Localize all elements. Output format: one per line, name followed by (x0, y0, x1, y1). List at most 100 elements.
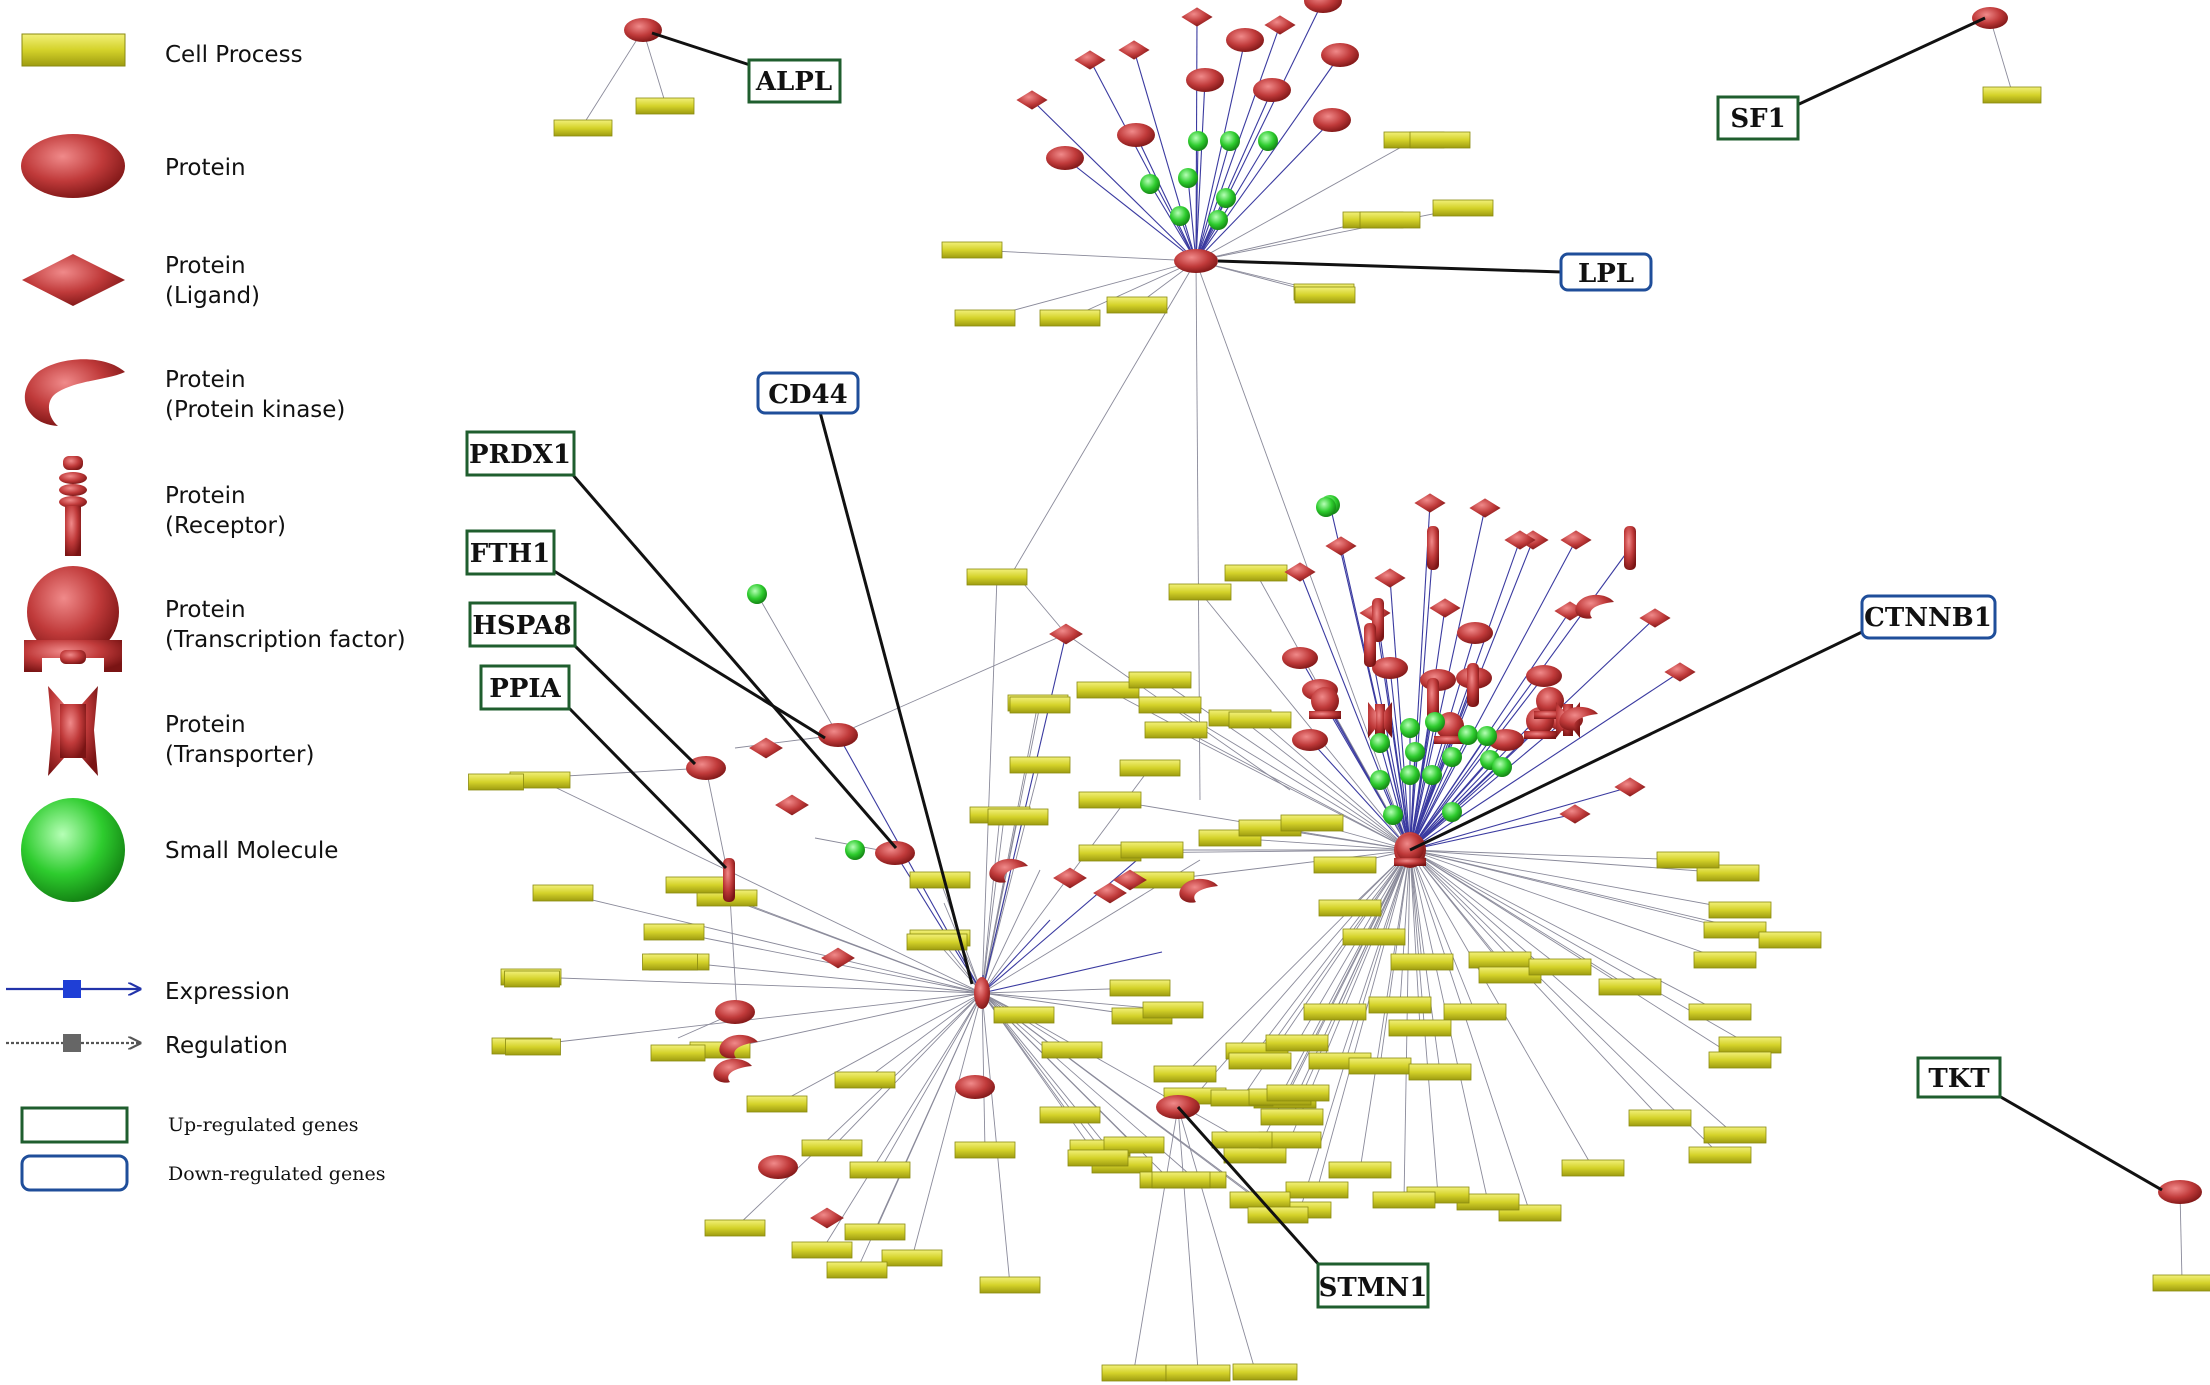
edge (1107, 689, 1411, 851)
legend-cell-process-icon (21, 33, 126, 67)
gene-callouts: ALPL SF1 LPL CD44 PRDX1 FTH1 HSPA8 PPIA (465, 16, 2163, 1309)
edge (1284, 849, 1411, 1101)
ligand-node (1560, 530, 1592, 550)
callout-hspa8-label: HSPA8 (472, 611, 571, 641)
cell-process-node (1443, 1003, 1507, 1021)
cell-process-node (954, 309, 1016, 327)
cell-process-node (504, 970, 560, 988)
protein-node (955, 1075, 995, 1099)
edge (1409, 849, 1531, 1214)
small-molecule-node (1140, 174, 1160, 194)
cell-process-node (1693, 951, 1757, 969)
tf-node-base (1434, 736, 1466, 744)
cell-process-node (1348, 1057, 1412, 1075)
edge (1409, 786, 1631, 851)
callout-stmn1-label: STMN1 (1319, 1273, 1428, 1303)
edge (1339, 849, 1411, 1062)
ligand-node (1504, 530, 1536, 550)
cell-process-node (1561, 1159, 1625, 1177)
protein-node (818, 723, 858, 747)
legend-protein-icon (21, 134, 125, 198)
callout-tkt (1916, 1056, 2002, 1099)
protein-node (1046, 146, 1084, 170)
edge (981, 992, 1011, 1286)
edge (1379, 742, 1411, 851)
edge (821, 992, 983, 1251)
edge (1279, 849, 1411, 1098)
edge (1291, 849, 1411, 1118)
small-molecule-node (1370, 733, 1390, 753)
callout-prdx1-label: PRDX1 (469, 440, 571, 470)
protein-node (686, 756, 726, 780)
protein-node (1313, 108, 1351, 132)
protein-node (1488, 729, 1524, 751)
legend-expression-label: Expression (165, 979, 290, 1005)
cell-process-node (1009, 756, 1071, 774)
edge (1409, 849, 1476, 1013)
edge (981, 764, 1041, 994)
small-molecule-node (1383, 805, 1403, 825)
edge (1409, 849, 1661, 1119)
edge (1017, 576, 1067, 635)
edge (1239, 717, 1411, 851)
ligand-node (1118, 40, 1150, 60)
edge (1329, 504, 1411, 851)
tf-node-base (1524, 731, 1556, 739)
legend-down-label: Down-regulated genes (168, 1163, 385, 1185)
network-edges (495, 0, 2183, 1371)
edge (981, 919, 1051, 994)
small-molecule-node (747, 584, 767, 604)
edge (981, 951, 1163, 994)
edge (1409, 849, 1423, 963)
cell-process-node (665, 876, 727, 894)
edge (984, 260, 1197, 319)
callout-alpl-label: ALPL (755, 67, 832, 97)
edge (1389, 667, 1411, 851)
edge (864, 992, 983, 1081)
edge (642, 29, 666, 103)
cell-process-node (993, 1006, 1055, 1024)
cell-process-node (1039, 309, 1101, 327)
legend: Cell Process Protein Protein(Ligand) Pro… (6, 33, 406, 1192)
small-molecule-node (1458, 725, 1478, 745)
cell-process-node (1628, 1109, 1692, 1127)
edge (776, 992, 983, 1105)
cell-process-node (1101, 1364, 1167, 1382)
cell-process-node (1119, 759, 1181, 777)
small-molecule-node (1258, 131, 1278, 151)
cell-process-node (2152, 1274, 2210, 1292)
ligand-node (749, 737, 783, 759)
edge (981, 576, 998, 994)
callout-fth1-label: FTH1 (470, 539, 550, 569)
ligand-node (1664, 662, 1696, 682)
edge (1195, 119, 1333, 262)
receptor-node (1364, 623, 1376, 667)
cell-process-node (1211, 1131, 1273, 1149)
legend-kinase-label: Protein(Protein kinase) (165, 367, 345, 423)
ligand-node (1074, 50, 1106, 70)
legend-expression-icon (6, 980, 140, 998)
edge (1409, 849, 1721, 1156)
cell-process-node (1656, 851, 1720, 869)
ligand-node (1093, 882, 1127, 904)
edge (911, 992, 983, 1259)
edge (1409, 849, 1741, 911)
cell-process-node (1303, 1003, 1367, 1021)
cell-process-node (844, 1223, 906, 1241)
cell-process-node (979, 1276, 1041, 1294)
cell-process-node (1342, 928, 1406, 946)
legend-cell-process-label: Cell Process (165, 42, 303, 68)
edge (1409, 849, 1721, 1013)
cell-process-node (1128, 671, 1192, 689)
cell-process-node (1280, 814, 1344, 832)
small-molecule-node (1422, 765, 1442, 785)
cell-process-node (1285, 1181, 1349, 1199)
edge (981, 992, 1279, 1216)
ligand-node (1284, 562, 1316, 582)
edge (1195, 140, 1199, 262)
transporter-node (1375, 704, 1385, 736)
cell-process-node (1758, 931, 1822, 949)
ligand-node (1414, 493, 1446, 513)
edge (1369, 644, 1411, 851)
protein-node (1117, 123, 1155, 147)
